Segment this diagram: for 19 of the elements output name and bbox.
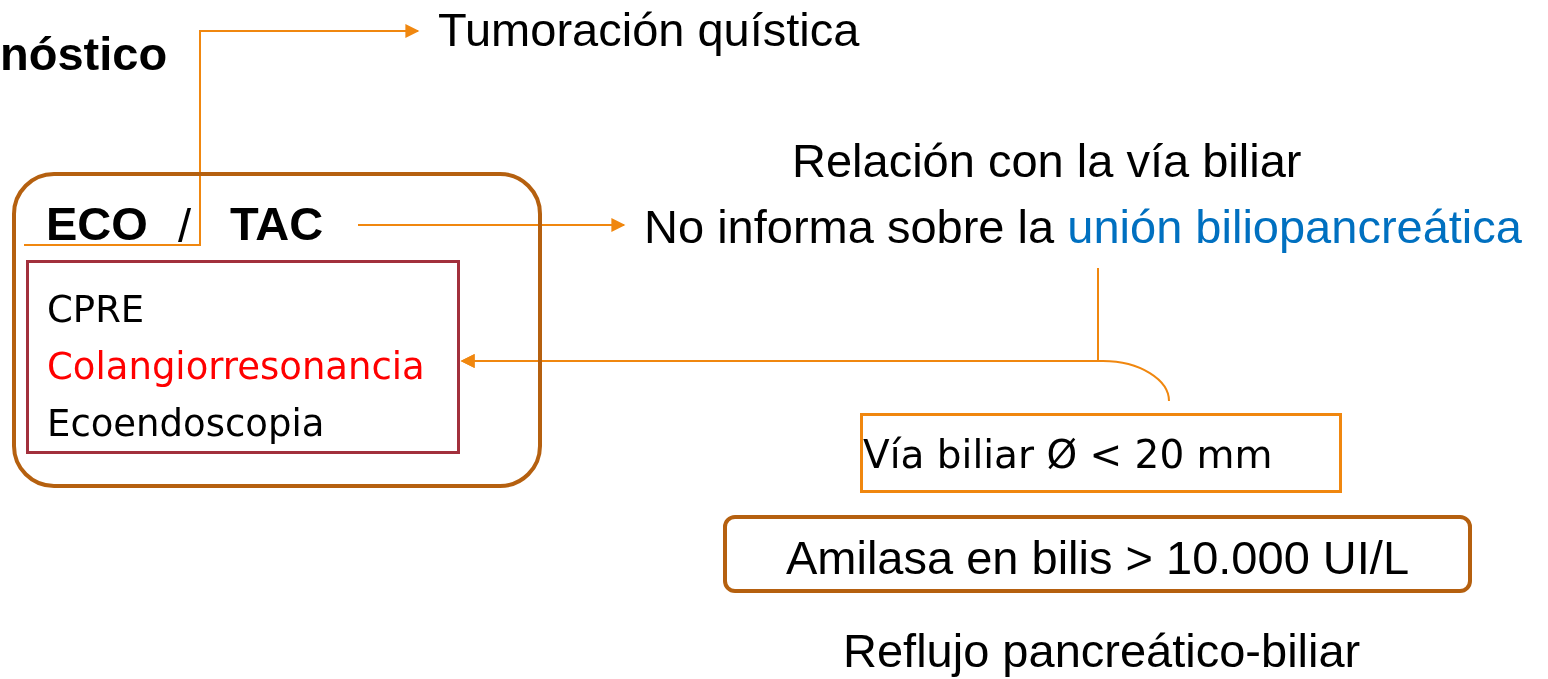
heading-text: TAC [230, 197, 340, 253]
list-item: Ecoendoscopia [47, 401, 325, 447]
arrow [460, 354, 1170, 402]
text: Tumoración quística [438, 3, 878, 59]
statement-text: No informa sobre la [644, 200, 1055, 253]
caption-text: Reflujo pancreático-biliar [843, 624, 1361, 679]
criteria-box: Vía biliar Ø < 20 mm [860, 413, 1342, 493]
rounded-box [12, 172, 542, 488]
title: nóstico [0, 28, 168, 80]
criteria-box: Amilasa en bilis > 10.000 UI/L [723, 515, 1472, 593]
list-item: CPRE [47, 287, 145, 333]
arrow [357, 218, 626, 232]
separator-text: / [178, 199, 192, 254]
highlight-text: unión biliopancreática [1067, 200, 1522, 253]
heading-text: ECO [24, 197, 176, 253]
caption-text: Relación con la vía biliar [792, 134, 1302, 189]
arrow [23, 24, 420, 246]
list-box [26, 260, 460, 454]
list-item: Colangiorresonancia [47, 344, 425, 390]
